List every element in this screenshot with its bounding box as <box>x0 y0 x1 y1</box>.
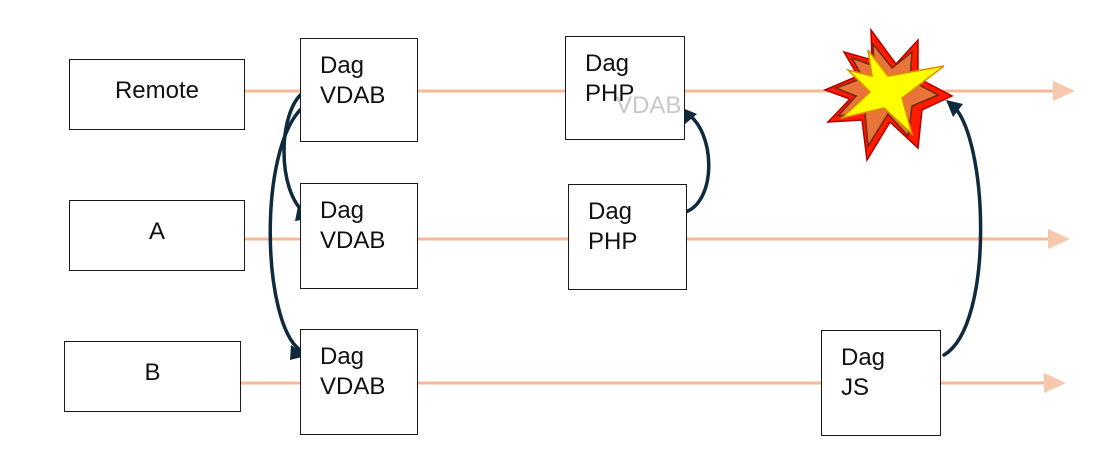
arrow-b-js-to-conflict <box>942 103 983 357</box>
branch-label-b-text: B <box>144 358 161 386</box>
commit-b-js: Dag JS <box>821 330 941 436</box>
commit-a-php-line1: Dag <box>588 198 633 225</box>
branch-label-remote-text: Remote <box>114 76 200 104</box>
arrowhead-b <box>1044 373 1066 393</box>
arrow-remote-vdab-to-b-vdab <box>268 106 304 352</box>
commit-b-js-line1: Dag <box>841 344 886 371</box>
commit-b-vdab-line2: VDAB <box>320 373 386 400</box>
arrow-remote-vdab-to-a-vdab <box>282 90 308 216</box>
commit-a-php-line2: PHP <box>588 228 638 255</box>
commit-a-vdab-line2: VDAB <box>320 227 386 254</box>
commit-remote-php: Dag PHP <box>565 36 685 140</box>
arrowhead-to-conflict <box>946 100 963 117</box>
commit-b-vdab-line1: Dag <box>320 343 365 370</box>
ghost-vdab-text: VDAB <box>616 92 682 119</box>
commit-a-vdab-line1: Dag <box>320 197 365 224</box>
commit-remote-php-line2: PHP <box>585 80 635 107</box>
arrowhead-remote <box>1053 81 1075 101</box>
arrow-a-php-to-remote-php <box>680 111 711 215</box>
commit-b-js-line2: JS <box>841 374 870 401</box>
branch-label-a-text: A <box>148 217 165 245</box>
commit-a-vdab: Dag VDAB <box>300 183 418 289</box>
commit-remote-vdab-line2: VDAB <box>320 82 386 109</box>
commit-b-vdab: Dag VDAB <box>300 329 418 435</box>
conflict-explosion-icon <box>822 27 954 163</box>
commit-remote-php-line1: Dag <box>585 50 630 77</box>
commit-remote-vdab: Dag VDAB <box>300 38 418 142</box>
branch-label-remote: Remote <box>69 59 245 130</box>
branch-label-a: A <box>69 200 245 271</box>
commit-a-php: Dag PHP <box>568 184 687 290</box>
branch-label-b: B <box>64 341 241 412</box>
commit-remote-vdab-line1: Dag <box>320 52 365 79</box>
arrowhead-a <box>1048 229 1070 249</box>
